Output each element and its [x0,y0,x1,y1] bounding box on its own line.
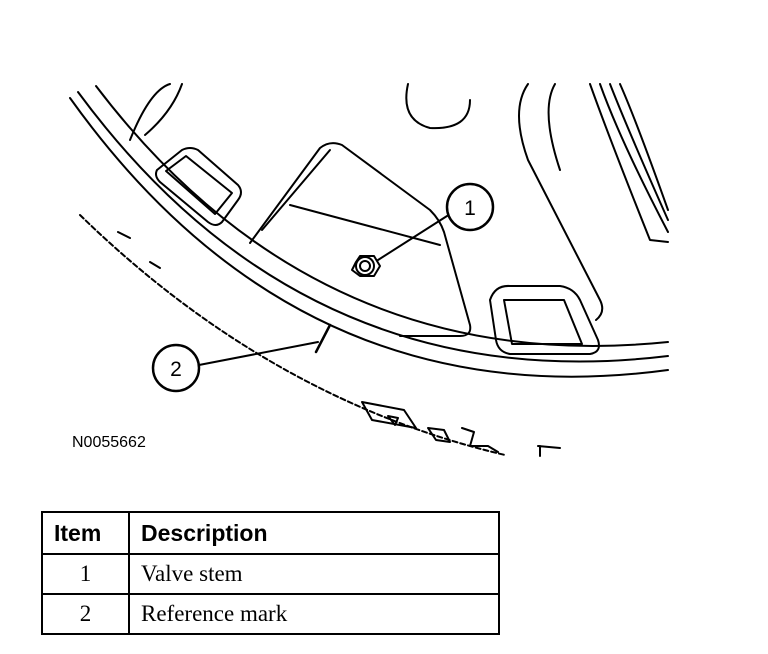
header-item: Item [41,511,130,555]
callout-circle-1 [445,182,495,232]
reference-mark [314,323,332,354]
spoke-window-left [155,147,242,226]
item-number: 1 [41,553,130,595]
rim-outer-edge [69,97,669,378]
valve-stem [351,255,381,277]
table-row: 2 Reference mark [41,593,500,635]
rim-inner-edge [77,91,669,363]
callout-number-2: 2 [170,358,182,381]
leader-line-1 [377,215,448,261]
spoke-window-right [489,284,600,355]
header-description: Description [128,511,500,555]
wheel-illustration: 1 2 [69,83,669,457]
legend-header-row: Item Description [41,511,500,555]
callout-circle-2 [151,343,201,393]
leader-line-2 [198,341,319,366]
legend-table: Item Description 1 Valve stem 2 Referenc… [41,511,500,635]
item-description: Reference mark [128,593,500,635]
tire-lettering [361,401,561,457]
callout-number-1: 1 [464,197,476,220]
hub-arc [405,83,471,130]
table-row: 1 Valve stem [41,553,500,595]
spoke-right [518,83,604,321]
spoke-window-center [249,142,472,337]
spoke-upper-arc [129,83,171,141]
rim-flange [95,85,669,347]
tire-shoulder [117,231,161,269]
figure-code: N0055662 [72,434,146,451]
item-description: Valve stem [128,553,500,595]
tire-sidewall [79,214,506,456]
item-number: 2 [41,593,130,635]
